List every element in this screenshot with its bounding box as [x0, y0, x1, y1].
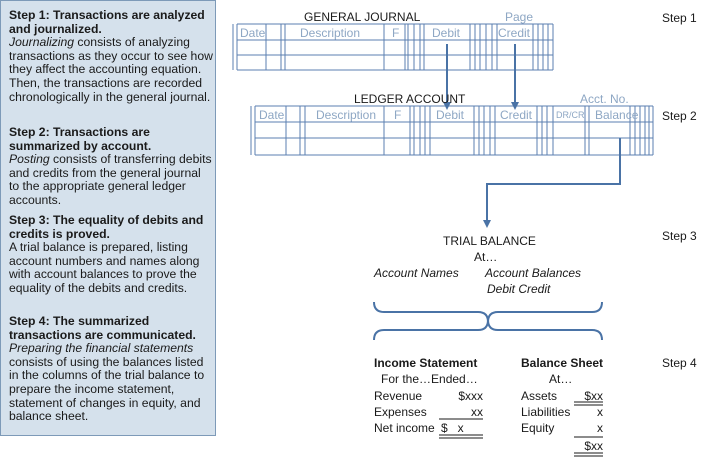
income-expenses-value: xx — [471, 405, 483, 419]
balance-liabilities-value: x — [597, 405, 603, 419]
step-4-term: Preparing the financial statements — [9, 341, 194, 356]
ledger-col-date: Date — [259, 108, 285, 122]
ledger-acct-label: Acct. No. — [580, 92, 629, 106]
step-1-term: Journalizing — [9, 35, 75, 50]
balance-sheet-title: Balance Sheet — [521, 356, 604, 370]
step-4-heading: Step 4: The summarized transactions are … — [9, 314, 196, 342]
step-3-label: Step 3 — [662, 229, 697, 243]
step-2-description: Step 2: Transactions are summarized by a… — [9, 125, 213, 208]
ledger-col-credit: Credit — [500, 108, 533, 122]
journal-page-label: Page — [505, 10, 534, 24]
step-2-body: consists of transferring debits and cred… — [9, 152, 212, 207]
journal-col-credit: Credit — [498, 26, 531, 40]
balance-assets-value: $xx — [584, 389, 603, 403]
journal-col-f: F — [392, 26, 400, 40]
step-3-heading: Step 3: The equality of debits and credi… — [9, 213, 204, 241]
step-1-body: consists of analyzing transactions as th… — [9, 35, 213, 104]
balance-equity-label: Equity — [521, 421, 555, 435]
step-3-description: Step 3: The equality of debits and credi… — [9, 213, 213, 296]
income-revenue-label: Revenue — [374, 389, 423, 403]
trial-balance-account-names: Account Names — [374, 266, 459, 280]
brace-up — [373, 319, 603, 341]
ledger-col-description: Description — [316, 108, 377, 122]
journal-col-description: Description — [300, 26, 361, 40]
journal-col-date: Date — [240, 26, 266, 40]
step-4-label: Step 4 — [662, 356, 697, 370]
step-1-heading: Step 1: Transactions are analyzed and jo… — [9, 8, 205, 36]
income-revenue-value: $xxx — [458, 389, 483, 403]
balance-assets-label: Assets — [521, 389, 558, 403]
trial-balance-title: TRIAL BALANCE — [443, 234, 536, 248]
balance-liabilities-label: Liabilities — [521, 405, 571, 419]
step-3-body: A trial balance is prepared, listing acc… — [9, 240, 200, 295]
ledger-col-f: F — [394, 108, 402, 122]
step-1-description: Step 1: Transactions are analyzed and jo… — [9, 8, 213, 104]
trial-balance-at: At… — [474, 250, 498, 264]
brace-down — [373, 301, 603, 323]
ledger-col-debit: Debit — [436, 108, 465, 122]
step-2-heading: Step 2: Transactions are summarized by a… — [9, 125, 152, 153]
trial-balance-debit-credit: Debit Credit — [487, 282, 551, 296]
income-net-value: $ x — [441, 421, 464, 435]
income-expenses-label: Expenses — [374, 405, 427, 419]
steps-sidebar: Step 1: Transactions are analyzed and jo… — [0, 0, 216, 436]
balance-total-value: $xx — [584, 439, 603, 453]
step-1-label: Step 1 — [662, 11, 697, 25]
ledger-col-balance: Balance — [595, 108, 639, 122]
income-statement-title: Income Statement — [374, 356, 478, 370]
journal-title: GENERAL JOURNAL — [304, 10, 421, 24]
income-statement-period: For the…Ended… — [381, 372, 478, 386]
step-4-body: consists of using the balances listed in… — [9, 354, 205, 424]
step-2-term: Posting — [9, 152, 50, 167]
ledger-title: LEDGER ACCOUNT — [354, 92, 466, 106]
general-journal-form — [232, 23, 554, 71]
journal-col-debit: Debit — [432, 26, 461, 40]
step-2-label: Step 2 — [662, 109, 697, 123]
ledger-account-form — [250, 105, 654, 156]
income-net-label: Net income — [374, 421, 435, 435]
balance-equity-value: x — [597, 421, 603, 435]
ledger-col-drcr: DR/CR — [556, 110, 585, 120]
balance-sheet-at: At… — [549, 372, 573, 386]
step-4-description: Step 4: The summarized transactions are … — [9, 314, 213, 424]
trial-balance-account-balances: Account Balances — [485, 266, 582, 280]
balance-to-trial-arrow — [483, 138, 621, 228]
